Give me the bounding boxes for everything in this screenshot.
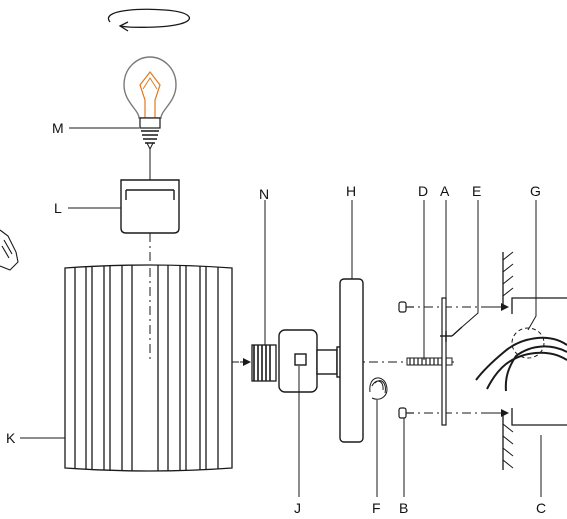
label-n: N bbox=[259, 186, 269, 202]
mounting-crossbar bbox=[441, 297, 447, 426]
label-g: G bbox=[530, 183, 541, 199]
leader-lines bbox=[20, 127, 542, 497]
label-a: A bbox=[440, 183, 450, 199]
label-e: E bbox=[472, 183, 481, 199]
label-k: K bbox=[6, 430, 16, 446]
house-wires bbox=[475, 336, 567, 392]
label-f: F bbox=[372, 500, 381, 516]
lamp-shade bbox=[64, 264, 233, 472]
wire-detail-circle bbox=[511, 327, 545, 359]
wall-hatching bbox=[502, 251, 514, 469]
light-bulb-icon bbox=[123, 56, 177, 151]
hand-icon bbox=[0, 229, 19, 271]
label-d: D bbox=[418, 183, 428, 199]
label-m: M bbox=[52, 120, 64, 136]
label-c: C bbox=[536, 500, 546, 516]
rotation-arrow-icon bbox=[107, 8, 191, 32]
socket-cup bbox=[120, 179, 180, 234]
wire-loop bbox=[369, 377, 388, 400]
swivel-hub bbox=[278, 329, 344, 393]
mounting-screw-top bbox=[398, 301, 414, 313]
label-h: H bbox=[346, 183, 356, 199]
label-b: B bbox=[399, 500, 408, 516]
label-j: J bbox=[294, 500, 301, 516]
junction-box bbox=[502, 252, 567, 470]
label-l: L bbox=[54, 200, 62, 216]
ground-screw bbox=[440, 326, 463, 342]
canopy-plate bbox=[339, 278, 364, 443]
threaded-nipple bbox=[251, 344, 277, 382]
mounting-screw-bottom bbox=[398, 407, 414, 419]
